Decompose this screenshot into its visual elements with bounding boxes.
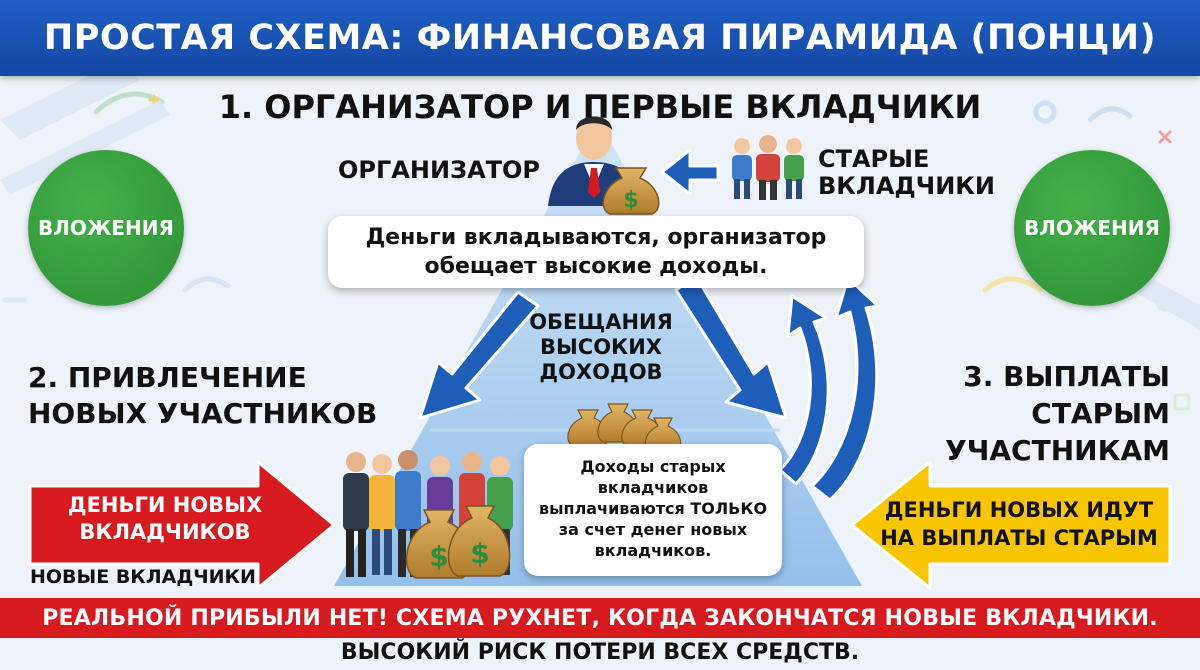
red-arrow [28, 460, 336, 590]
yellow-arrow-label-line: ДЕНЬГИ НОВЫХ ИДУТ [884, 498, 1154, 522]
red-arrow-label-line: ВКЛАДЧИКОВ [79, 520, 251, 544]
step3-title-line: УЧАСТНИКАМ [945, 434, 1170, 467]
step2-title: 2. ПРИВЛЕЧЕНИЕ НОВЫХ УЧАСТНИКОВ [28, 360, 377, 432]
money-bags-cluster [567, 403, 682, 451]
money-bag-icon: $ [602, 167, 660, 215]
yellow-arrow-label: ДЕНЬГИ НОВЫХ ИДУТ НА ВЫПЛАТЫ СТАРЫМ [864, 496, 1174, 552]
old-investors-label: СТАРЫЕ ВКЛАДЧИКИ [818, 146, 995, 200]
blue-arrow-down-left [418, 290, 540, 420]
step1-title: 1. ОРГАНИЗАТОР И ПЕРВЫЕ ВКЛАДЧИКИ [218, 88, 982, 126]
new-investors-money-bags: $ $ [405, 505, 511, 579]
step2-title-line: 2. ПРИВЛЕЧЕНИЕ [28, 361, 307, 394]
old-investors-label-line: ВКЛАДЧИКИ [818, 172, 995, 200]
promises-label-line: ОБЕЩАНИЯ [529, 310, 673, 334]
income-text-line: за счет денег новых [558, 520, 748, 539]
svg-text:$: $ [429, 540, 448, 573]
page-title: ПРОСТАЯ СХЕМА: ФИНАНСОВАЯ ПИРАМИДА (ПОНЦ… [0, 0, 1200, 76]
people-group-icon [732, 135, 804, 200]
income-text-line: Доходы старых [580, 457, 726, 476]
promise-text-line: Деньги вкладываются, организатор [365, 225, 827, 250]
warning-banner: РЕАЛЬНОЙ ПРИБЫЛИ НЕТ! СХЕМА РУХНЕТ, КОГД… [0, 598, 1200, 638]
new-investors-label: НОВЫЕ ВКЛАДЧИКИ [30, 566, 256, 588]
yellow-arrow [850, 460, 1172, 590]
investments-circle-left: ВЛОЖЕНИЯ [28, 150, 184, 306]
businessman-icon [548, 116, 640, 206]
income-text-line: вкладчиков [597, 478, 709, 497]
income-text-line: вкладчиков. [594, 541, 712, 560]
promises-label-line: ВЫСОКИХ [540, 335, 662, 359]
step3-title: 3. ВЫПЛАТЫ СТАРЫМ УЧАСТНИКАМ [945, 358, 1170, 469]
red-arrow-label: ДЕНЬГИ НОВЫХ ВКЛАДЧИКОВ [50, 492, 280, 546]
blue-arrow-old-to-organizer [660, 148, 720, 196]
organizer-label: ОРГАНИЗАТОР [338, 156, 541, 184]
promise-box: Деньги вкладываются, организатор обещает… [328, 216, 864, 288]
blue-arrow-down-right [674, 274, 788, 420]
promises-label-line: ДОХОДОВ [539, 360, 663, 384]
income-text-line: выплачиваются ТОЛЬКО [538, 499, 768, 518]
svg-text:$: $ [623, 188, 638, 213]
promise-text-line: обещает высокие доходы. [424, 254, 768, 279]
old-investors-label-line: СТАРЫЕ [818, 145, 930, 173]
step3-title-line: СТАРЫМ [1031, 397, 1170, 430]
step3-title-line: 3. ВЫПЛАТЫ [963, 360, 1170, 393]
blue-curved-arrows-up [778, 276, 880, 502]
step2-title-line: НОВЫХ УЧАСТНИКОВ [28, 397, 378, 430]
promises-label: ОБЕЩАНИЯ ВЫСОКИХ ДОХОДОВ [506, 310, 696, 385]
investments-circle-right: ВЛОЖЕНИЯ [1014, 150, 1170, 306]
yellow-arrow-label-line: НА ВЫПЛАТЫ СТАРЫМ [880, 526, 1158, 550]
red-arrow-label-line: ДЕНЬГИ НОВЫХ [67, 493, 263, 517]
income-box: Доходы старых вкладчиков выплачиваются Т… [524, 444, 782, 576]
svg-text:$: $ [470, 537, 489, 570]
risk-text: ВЫСОКИЙ РИСК ПОТЕРИ ВСЕХ СРЕДСТВ. [340, 640, 860, 665]
